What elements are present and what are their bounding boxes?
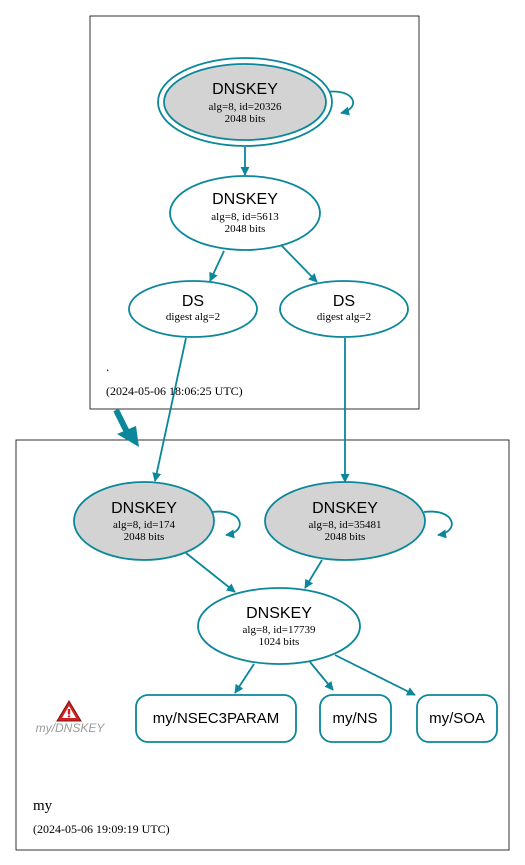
my-zone-timestamp: (2024-05-06 19:09:19 UTC): [33, 822, 170, 836]
signing-edge: [185, 552, 236, 593]
node-key-size: 2048 bits: [325, 531, 366, 543]
node-title: DS: [333, 293, 355, 310]
my-ksk-right-node[interactable]: DNSKEY alg=8, id=35481 2048 bits: [264, 481, 426, 561]
signing-edge: [280, 244, 318, 283]
node-alg-id: alg=8, id=174: [113, 519, 175, 531]
self-signature-edge: [423, 510, 453, 539]
warning-label: my/DNSKEY: [36, 721, 106, 735]
node-digest: digest alg=2: [317, 311, 371, 323]
rrset-label: my/NSEC3PARAM: [153, 710, 279, 727]
warning-triangle-icon[interactable]: [56, 700, 82, 722]
my-zone-name: my: [33, 798, 53, 814]
ds-edge: [152, 337, 187, 482]
root-ds-left-node[interactable]: DS digest alg=2: [128, 280, 258, 338]
node-alg-id: alg=8, id=20326: [209, 101, 282, 113]
node-alg-id: alg=8, id=35481: [309, 519, 382, 531]
node-title: DNSKEY: [212, 191, 278, 208]
node-title: DS: [182, 293, 204, 310]
node-title: DNSKEY: [111, 500, 177, 517]
delegation-arrowhead: [117, 426, 139, 447]
rrset-ns-node[interactable]: my/NS: [319, 694, 392, 743]
rrset-label: my/NS: [333, 710, 378, 727]
node-key-size: 2048 bits: [225, 113, 266, 125]
signing-edge: [334, 654, 416, 696]
signing-edge: [209, 250, 225, 282]
root-ds-right-node[interactable]: DS digest alg=2: [279, 280, 409, 338]
node-key-size: 1024 bits: [259, 636, 300, 648]
node-title: DNSKEY: [212, 81, 278, 98]
node-key-size: 2048 bits: [225, 223, 266, 235]
delegation-edge: [113, 408, 130, 434]
root-zone-name: .: [106, 359, 109, 374]
root-ksk-node[interactable]: DNSKEY alg=8, id=20326 2048 bits: [157, 57, 333, 147]
node-alg-id: alg=8, id=17739: [243, 624, 316, 636]
self-signature-edge: [211, 510, 241, 539]
my-zone-cluster: [15, 439, 510, 851]
root-zone-cluster: [89, 15, 420, 410]
signing-edge: [304, 559, 323, 589]
node-title: DNSKEY: [246, 605, 312, 622]
signing-edge: [234, 663, 255, 694]
root-zsk-node[interactable]: DNSKEY alg=8, id=5613 2048 bits: [169, 175, 321, 251]
self-signature-edge: [325, 90, 354, 116]
rrset-label: my/SOA: [429, 710, 485, 727]
rrset-nsec3param-node[interactable]: my/NSEC3PARAM: [135, 694, 297, 743]
root-zone-timestamp: (2024-05-06 18:06:25 UTC): [106, 384, 243, 398]
rrset-soa-node[interactable]: my/SOA: [416, 694, 498, 743]
node-digest: digest alg=2: [166, 311, 220, 323]
node-alg-id: alg=8, id=5613: [211, 211, 279, 223]
signing-edge: [309, 661, 334, 691]
my-zsk-node[interactable]: DNSKEY alg=8, id=17739 1024 bits: [197, 587, 361, 665]
node-key-size: 2048 bits: [124, 531, 165, 543]
my-ksk-left-node[interactable]: DNSKEY alg=8, id=174 2048 bits: [73, 481, 215, 561]
node-title: DNSKEY: [312, 500, 378, 517]
